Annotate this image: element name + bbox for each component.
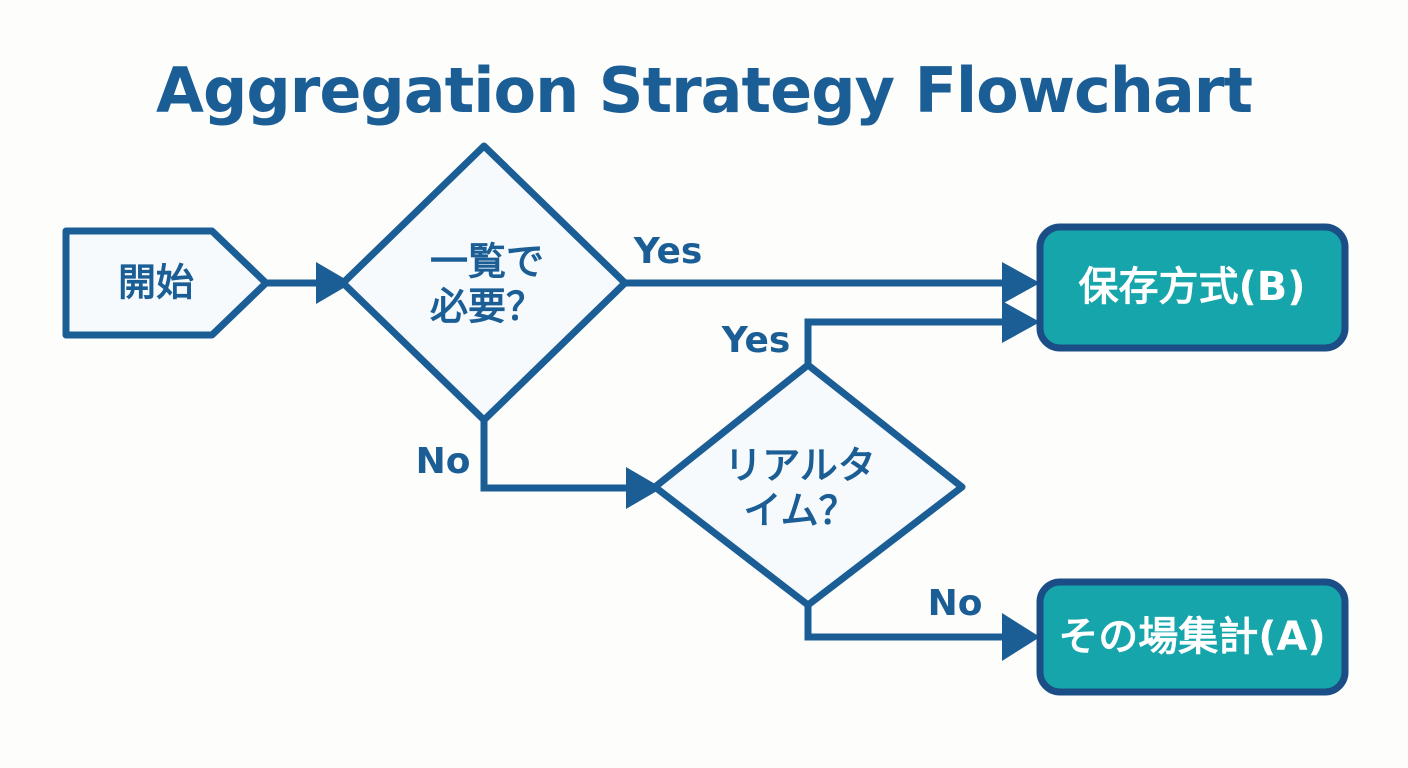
edge-start-to-decision1 — [266, 262, 352, 304]
node-decision1-shape[interactable] — [339, 142, 629, 424]
node-start-label: 開始 — [118, 261, 194, 305]
node-start[interactable]: 開始 — [62, 227, 270, 339]
edge-decision2-no-arrowhead — [1002, 613, 1040, 661]
edge-start-to-decision1-arrowhead — [316, 262, 352, 304]
edge-decision2-no-line — [804, 605, 1008, 641]
edge-label-decision1-yes: Yes — [633, 231, 703, 272]
node-decision1[interactable]: 一覧で 必要？ — [339, 142, 629, 424]
edge-decision1-no-line — [480, 420, 632, 492]
edge-label-decision2-no: No — [928, 583, 983, 624]
node-start-shape[interactable] — [62, 227, 270, 339]
node-result-a[interactable]: その場集計(A) — [1036, 578, 1349, 696]
edge-decision2-no: No — [804, 583, 1040, 661]
edge-decision1-yes: Yes — [625, 231, 1040, 304]
node-result-b-shape[interactable] — [1036, 223, 1349, 352]
node-decision2-label-line1: リアルタ — [724, 444, 876, 488]
node-result-a-shape[interactable] — [1036, 578, 1349, 696]
edge-label-decision1-no: No — [416, 441, 471, 482]
page-title: Aggregation Strategy Flowchart — [156, 54, 1252, 127]
node-decision2[interactable]: リアルタ イム？ — [651, 361, 966, 609]
edge-decision2-yes-arrowhead — [1002, 301, 1040, 343]
edge-decision1-yes-arrowhead — [1002, 262, 1040, 304]
edge-decision2-yes: Yes — [721, 301, 1040, 365]
edge-label-decision2-yes: Yes — [721, 320, 791, 361]
node-result-a-label: その場集計(A) — [1058, 614, 1326, 660]
edge-decision1-no-arrowhead — [626, 467, 662, 509]
node-decision1-label-line2: 必要？ — [430, 285, 544, 329]
edge-decision2-yes-line — [804, 318, 1008, 365]
node-decision2-label-line2: イム？ — [743, 489, 856, 533]
node-result-b-label: 保存方式(B) — [1078, 264, 1305, 310]
node-result-b[interactable]: 保存方式(B) — [1036, 223, 1349, 352]
node-decision2-shape[interactable] — [651, 361, 966, 609]
node-decision1-label-line1: 一覧で — [430, 240, 544, 284]
edge-decision1-no: No — [416, 420, 662, 509]
